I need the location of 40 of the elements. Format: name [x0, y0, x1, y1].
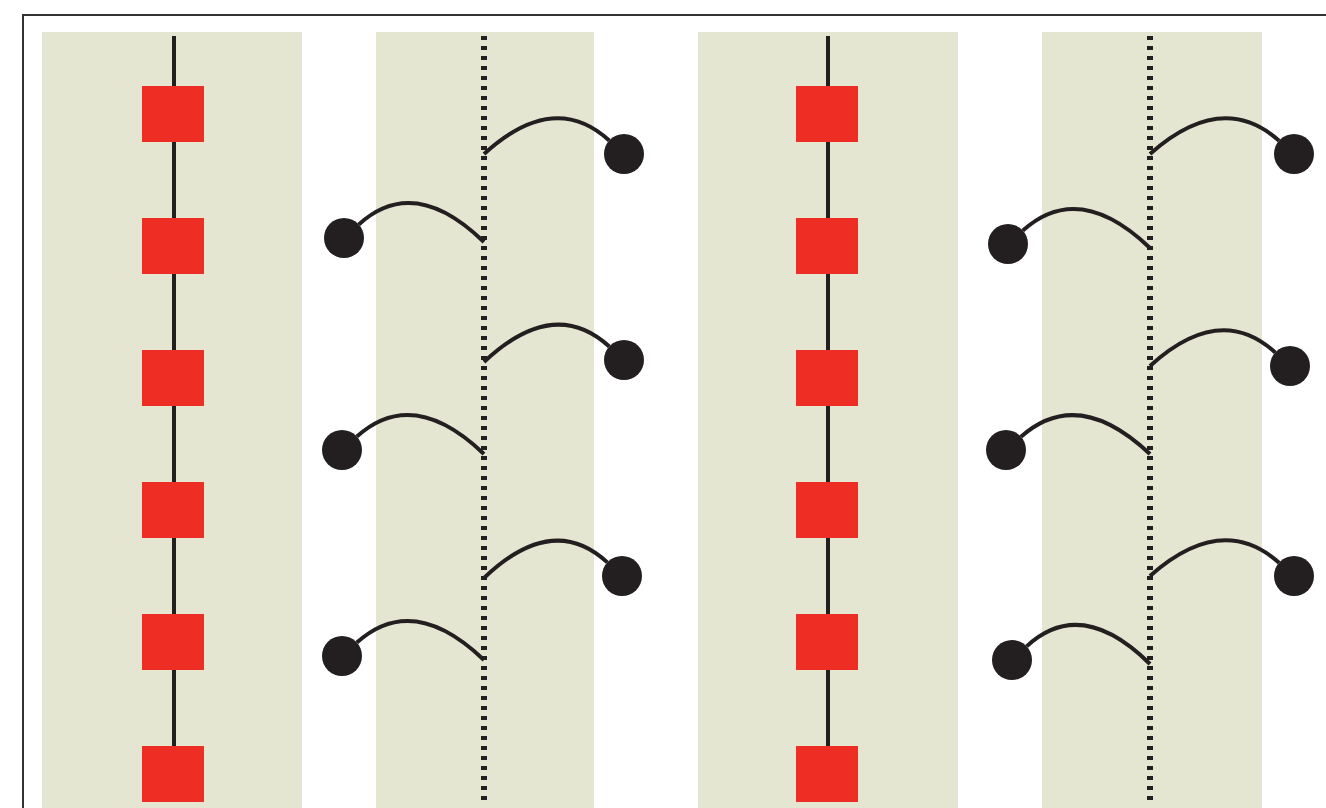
square-marker — [142, 86, 204, 142]
square-marker — [796, 218, 858, 274]
square-marker — [796, 86, 858, 142]
square-marker — [142, 218, 204, 274]
arc-connector — [482, 116, 611, 156]
arc-connector — [1025, 623, 1152, 666]
square-marker — [796, 482, 858, 538]
dot-marker — [322, 636, 362, 676]
square-marker — [142, 482, 204, 538]
arc-connector — [482, 538, 609, 580]
dot-marker — [604, 340, 644, 380]
band-background — [1042, 32, 1262, 808]
band-background — [698, 32, 958, 808]
dot-marker — [1274, 556, 1314, 596]
square-marker — [796, 614, 858, 670]
band-background — [376, 32, 594, 808]
dot-marker — [322, 430, 362, 470]
square-marker — [796, 350, 858, 406]
square-marker — [796, 746, 858, 802]
dot-marker — [992, 640, 1032, 680]
arc-connector — [355, 619, 486, 662]
arc-connector — [1019, 413, 1152, 456]
dot-marker — [1274, 134, 1314, 174]
band-background — [42, 32, 302, 808]
arc-connector — [355, 413, 486, 456]
dot-marker — [602, 556, 642, 596]
arc-connector — [1021, 207, 1152, 250]
square-marker — [142, 614, 204, 670]
arc-connector — [1148, 538, 1281, 578]
arc-connector — [1148, 116, 1281, 156]
dot-marker — [1270, 346, 1310, 386]
square-marker — [142, 746, 204, 802]
dot-marker — [986, 430, 1026, 470]
arc-connector — [482, 322, 611, 364]
dot-marker — [604, 134, 644, 174]
arc-connector — [1148, 328, 1277, 368]
dot-marker — [324, 218, 364, 258]
dot-marker — [988, 224, 1028, 264]
arc-connector — [357, 201, 486, 244]
square-marker — [142, 350, 204, 406]
